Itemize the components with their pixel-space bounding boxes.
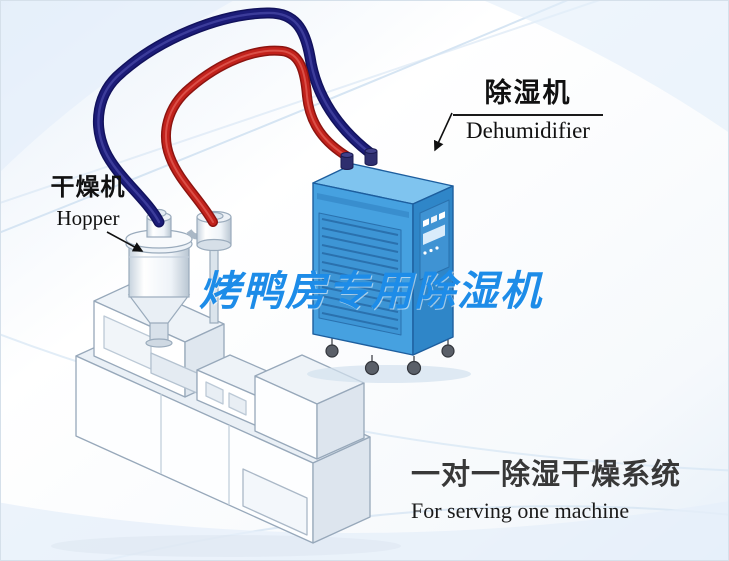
dehumidifier-label: 除湿机 Dehumidifier [453,71,603,144]
pointer-arrows [106,112,453,252]
caption-block: 一对一除湿干燥系统 For serving one machine [411,451,681,524]
dehumidifier-label-en: Dehumidifier [466,118,590,143]
dehumidifier-label-cn: 除湿机 [453,71,603,116]
hopper-label-en: Hopper [56,206,120,230]
dehumidifier-arrow [433,112,453,152]
pipe-connectors [340,148,378,170]
panel-button [431,214,437,224]
machine-shadow [51,535,401,557]
extruder-machine [51,282,401,557]
cabinet-side [316,382,365,460]
hopper-label: 干燥机 Hopper [43,167,133,231]
panel-display [423,224,445,245]
hoses [93,7,376,228]
hose-navy [93,7,376,228]
louver-slats [321,218,399,330]
control-panel [419,199,450,281]
hopper-label-cn: 干燥机 [50,174,126,201]
machine-door-panel [242,468,308,536]
hose-red [161,45,353,227]
corner-wash-top-right [485,1,728,132]
dehumidifier-shadow [307,365,471,383]
caption-cn: 一对一除湿干燥系统 [411,459,682,491]
machine-base-side [312,436,371,544]
corner-wash-top-left [1,1,233,172]
watermark-text: 烤鸭房专用除湿机 [199,268,543,314]
panel-button [423,218,429,227]
caption-en: For serving one machine [411,498,630,523]
dehumidifier-unit [307,163,471,383]
hopper-arrow [106,231,144,252]
panel-button [439,211,445,220]
louver-panel [318,212,402,336]
